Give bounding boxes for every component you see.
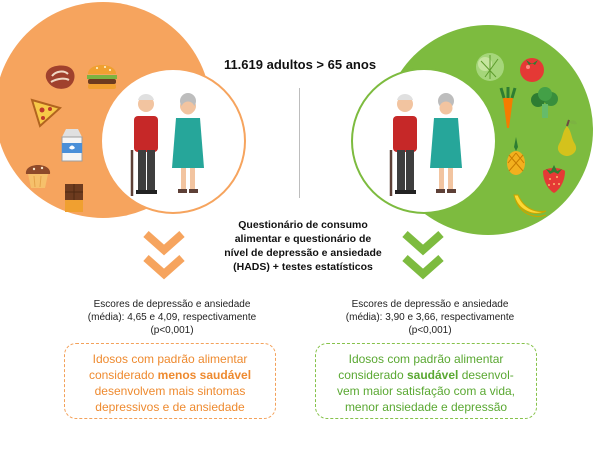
right-conclusion-line-3: vem maior satisfação com a vida,	[336, 384, 516, 398]
left-elderly-couple	[130, 93, 204, 196]
left-conclusion-line-4: depressivos e de ansiedade	[95, 400, 245, 414]
tomato-icon	[520, 58, 544, 82]
banana-icon	[513, 194, 547, 218]
pineapple-icon	[507, 137, 525, 175]
right-scores-line-2: (média): 3,90 e 3,66, respectivamente	[345, 312, 515, 323]
method-line-1: Questionário de consumo	[238, 219, 368, 231]
left-conclusion-line-3: desenvolvem mais sintomas	[94, 384, 246, 398]
milk-carton-icon	[61, 129, 83, 162]
vertical-divider	[299, 88, 300, 198]
steak-icon	[45, 65, 75, 89]
right-conclusion-line-2: considerado saudável desenvol-	[316, 367, 536, 383]
left-scores: Escores de depressão e ansiedade (média)…	[72, 298, 272, 337]
right-conclusion-line-1: Idosos com padrão alimentar	[348, 352, 504, 366]
left-conclusion-highlight: menos saudável	[157, 368, 252, 382]
method-line-2: alimentar e questionário de	[234, 233, 372, 245]
pizza-icon	[30, 98, 63, 128]
method-description: Questionário de consumo alimentar e ques…	[218, 218, 388, 274]
left-scores-line-1: Escores de depressão e ansiedade	[93, 299, 251, 310]
right-elderly-couple	[389, 93, 462, 196]
right-scores-line-1: Escores de depressão e ansiedade	[351, 299, 509, 310]
right-conclusion-post: desenvol-	[458, 368, 514, 382]
right-conclusion-box: Idosos com padrão alimentar considerado …	[315, 343, 537, 419]
muffin-icon	[25, 165, 51, 188]
right-conclusion-highlight: saudável	[406, 368, 459, 382]
pear-icon	[557, 119, 577, 156]
left-scores-line-3: (p<0,001)	[150, 325, 194, 336]
left-conclusion-pre: considerado	[88, 368, 158, 382]
broccoli-icon	[531, 87, 558, 118]
cabbage-icon	[476, 53, 504, 81]
burger-icon	[87, 65, 117, 89]
right-inner-white-circle	[351, 68, 497, 214]
right-chevrons-down-icon	[402, 231, 444, 280]
left-inner-white-circle	[100, 68, 246, 214]
right-scores-line-3: (p<0,001)	[408, 325, 452, 336]
left-scores-line-2: (média): 4,65 e 4,09, respectivamente	[87, 312, 257, 323]
left-conclusion-line-1: Idosos com padrão alimentar	[92, 352, 248, 366]
chocolate-bar-icon	[65, 184, 83, 212]
left-conclusion-line-2: considerado menos saudável	[65, 367, 275, 383]
header-title: 11.619 adultos > 65 anos	[223, 57, 377, 72]
right-conclusion-line-4: menor ansiedade e depressão	[344, 400, 508, 414]
right-scores: Escores de depressão e ansiedade (média)…	[330, 298, 530, 337]
strawberry-icon	[543, 165, 565, 193]
method-line-3: nível de depressão e ansiedade	[224, 247, 382, 259]
carrot-icon	[499, 87, 517, 128]
left-conclusion-box: Idosos com padrão alimentar considerado …	[64, 343, 276, 419]
right-conclusion-pre: considerado	[338, 368, 407, 382]
method-line-4: (HADS) + testes estatísticos	[233, 261, 373, 273]
left-chevrons-down-icon	[143, 231, 185, 280]
